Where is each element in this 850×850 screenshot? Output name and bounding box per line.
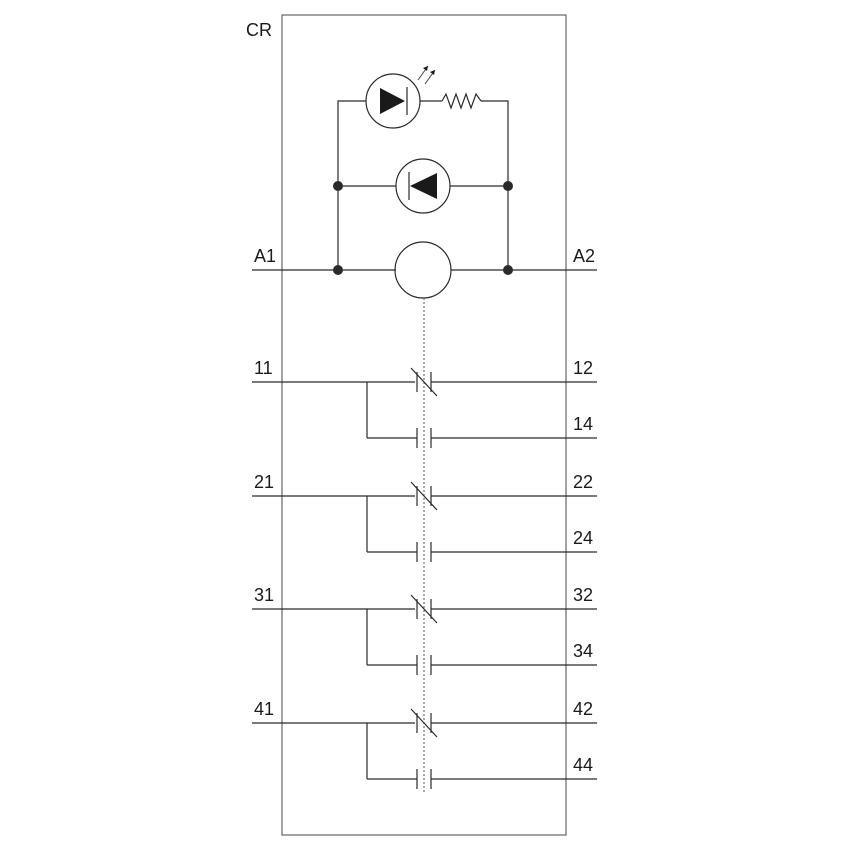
terminal-no-label: 34: [573, 641, 593, 661]
led-branch: [337, 65, 509, 186]
terminal-common-label: 11: [254, 358, 273, 378]
relay-housing: [281, 14, 567, 836]
device-label: CR: [246, 20, 272, 40]
terminal-nc-label: 42: [573, 699, 593, 719]
coil-line: [252, 241, 597, 299]
junction-node: [503, 181, 513, 191]
terminal-no-label: 24: [573, 528, 593, 548]
nc-contact-slash: [410, 594, 438, 624]
light-emission-icon: [417, 65, 436, 85]
contact-group: 21 22 24: [252, 472, 597, 562]
nc-contact-slash: [410, 708, 438, 738]
junction-node: [333, 265, 343, 275]
junction-nodes: [333, 181, 513, 275]
terminal-common-label: 31: [254, 585, 274, 605]
nc-contact-slash: [410, 367, 438, 397]
contact-group: 41 42 44: [252, 699, 597, 789]
nc-contact-slash: [410, 481, 438, 511]
resistor-icon: [441, 92, 482, 110]
contact-group: 31 32 34: [252, 585, 597, 675]
contact-groups: 11 12 14 21 22 24 31 32 34 41 42 44: [252, 358, 597, 789]
terminal-nc-label: 12: [573, 358, 593, 378]
junction-node: [503, 265, 513, 275]
terminal-nc-label: 32: [573, 585, 593, 605]
terminal-no-label: 14: [573, 414, 593, 434]
junction-node: [333, 181, 343, 191]
terminal-common-label: 41: [254, 699, 274, 719]
terminal-nc-label: 22: [573, 472, 593, 492]
terminal-no-label: 44: [573, 755, 593, 775]
terminal-a1-label: A1: [254, 246, 276, 266]
diode-branch: [337, 158, 509, 270]
terminal-common-label: 21: [254, 472, 274, 492]
terminal-a2-label: A2: [573, 246, 595, 266]
coil-circle-icon: [394, 241, 452, 299]
contact-group: 11 12 14: [252, 358, 597, 448]
